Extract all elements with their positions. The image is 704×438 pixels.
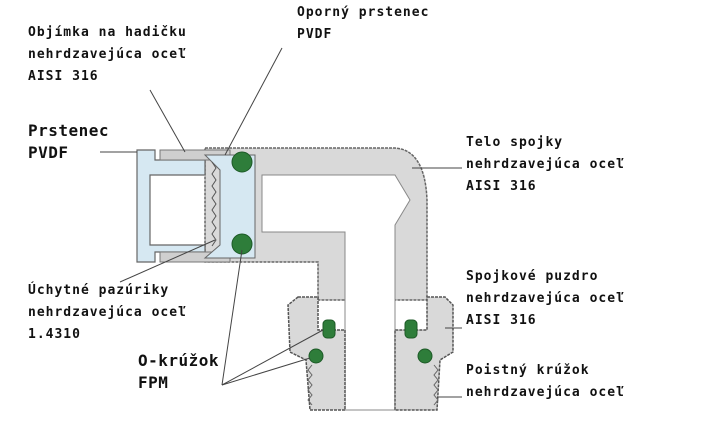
label-claws: Úchytné pazúriky nehrdzavejúca oceľ 1.43… xyxy=(28,280,187,346)
o-ring-nut-left xyxy=(322,319,336,339)
label-line: nehrdzavejúca oceľ xyxy=(466,385,625,400)
o-ring-bottom xyxy=(231,233,253,255)
support-ring xyxy=(203,154,256,259)
label-line: Prstenec xyxy=(28,121,110,140)
label-line: Objímka na hadičku xyxy=(28,25,187,40)
label-sleeve: Objímka na hadičku nehrdzavejúca oceľ AI… xyxy=(28,22,187,88)
label-line: AISI 316 xyxy=(28,69,99,84)
gripping-claws xyxy=(211,161,217,247)
label-line: Oporný prstenec xyxy=(297,5,430,20)
label-line: nehrdzavejúca oceľ xyxy=(466,291,625,306)
label-line: PVDF xyxy=(297,27,333,42)
o-ring-top xyxy=(231,151,253,173)
label-line: Spojkové puzdro xyxy=(466,269,599,284)
label-line: AISI 316 xyxy=(466,313,537,328)
label-nut: Spojkové puzdro nehrdzavejúca oceľ AISI … xyxy=(466,266,625,332)
label-line: nehrdzavejúca oceľ xyxy=(466,157,625,172)
label-line: AISI 316 xyxy=(466,179,537,194)
label-line: PVDF xyxy=(28,143,69,162)
o-rings xyxy=(231,151,433,364)
leader-lines xyxy=(100,47,462,398)
label-retaining-ring: Poistný krúžok nehrdzavejúca oceľ xyxy=(466,360,625,404)
o-ring-nut-right xyxy=(404,319,418,339)
label-line: Poistný krúžok xyxy=(466,363,590,378)
label-line: 1.4310 xyxy=(28,327,81,342)
o-ring-thread-left xyxy=(308,348,324,364)
label-line: Telo spojky xyxy=(466,135,564,150)
label-ring: Prstenec PVDF xyxy=(28,120,109,164)
label-body: Telo spojky nehrdzavejúca oceľ AISI 316 xyxy=(466,132,625,198)
thread-right xyxy=(433,364,439,406)
label-line: FPM xyxy=(138,373,169,392)
label-support-ring: Oporný prstenec PVDF xyxy=(297,2,429,46)
label-line: nehrdzavejúca oceľ xyxy=(28,305,187,320)
label-line: O-krúžok xyxy=(138,351,220,370)
o-ring-thread-right xyxy=(417,348,433,364)
pvdf-ring xyxy=(136,149,206,263)
thread-left xyxy=(307,364,313,406)
label-o-ring: O-krúžok FPM xyxy=(138,350,219,394)
label-line: nehrdzavejúca oceľ xyxy=(28,47,187,62)
label-line: Úchytné pazúriky xyxy=(28,283,170,298)
